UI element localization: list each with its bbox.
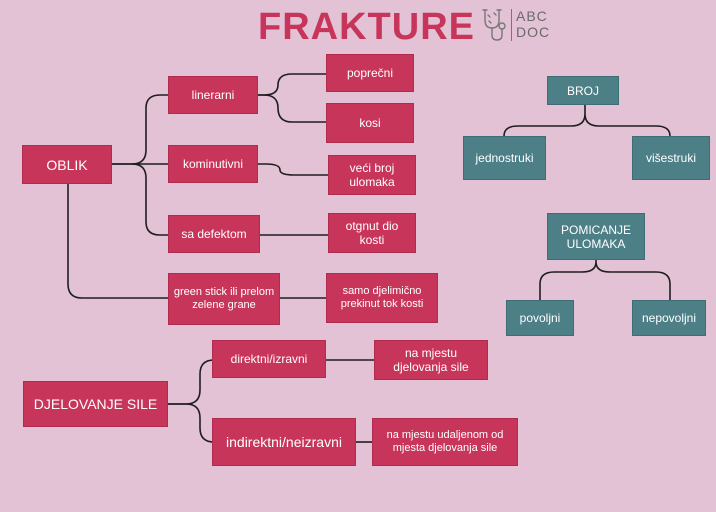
connector-sile-indirektni	[168, 403, 215, 443]
node-na-mjestu-udaljenom: na mjestu udaljenom od mjesta djelovanja…	[372, 418, 518, 466]
node-jednostruki: jednostruki	[463, 136, 546, 180]
connector-oblik-greenstick	[67, 184, 168, 299]
node-oblik: OBLIK	[22, 145, 112, 184]
node-povoljni: povoljni	[506, 300, 574, 336]
node-poprecni: poprečni	[326, 54, 414, 92]
node-kosi: kosi	[326, 103, 414, 143]
stethoscope-icon	[482, 9, 506, 41]
node-kominutivni: kominutivni	[168, 145, 258, 183]
logo-divider	[511, 9, 512, 41]
node-direktni-izravni: direktni/izravni	[212, 340, 326, 378]
node-na-mjestu-djelovanja-sile: na mjestu djelovanja sile	[374, 340, 488, 380]
node-djelovanje-sile: DJELOVANJE SILE	[23, 381, 168, 427]
node-green-stick: green stick ili prelom zelene grane	[168, 273, 280, 325]
node-nepovoljni: nepovoljni	[632, 300, 706, 336]
connector-pomicanje-children	[539, 260, 671, 300]
node-pomicanje-ulomaka: POMICANJE ULOMAKA	[547, 213, 645, 260]
node-samo-djelimicno: samo djelimično prekinut tok kosti	[326, 273, 438, 323]
connector-linearni-poprecni	[258, 73, 326, 96]
page-title: FRAKTURE	[258, 6, 475, 48]
connector-broj-children	[503, 105, 671, 137]
node-indirektni-neizravni: indirektni/neizravni	[212, 418, 356, 466]
node-veci-broj-ulomaka: veći broj ulomaka	[328, 155, 416, 195]
node-linearni: linerarni	[168, 76, 258, 114]
logo-text: ABC DOC	[516, 8, 550, 40]
connector-oblik-sadefektom	[131, 163, 168, 236]
connector-linearni-kosi	[258, 94, 326, 123]
logo-text-doc: DOC	[516, 24, 551, 40]
node-otgnut-dio-kosti: otgnut dio kosti	[328, 213, 416, 253]
node-visestruki: višestruki	[632, 136, 710, 180]
abcdoc-logo: ABC DOC	[478, 6, 550, 44]
node-sa-defektom: sa defektom	[168, 215, 260, 253]
node-broj: BROJ	[547, 76, 619, 105]
connector-oblik-linearni	[112, 94, 168, 165]
connector-kominutivni-veci	[258, 163, 328, 176]
logo-text-abc: ABC	[516, 8, 548, 24]
connector-sile-direktni	[168, 359, 215, 405]
